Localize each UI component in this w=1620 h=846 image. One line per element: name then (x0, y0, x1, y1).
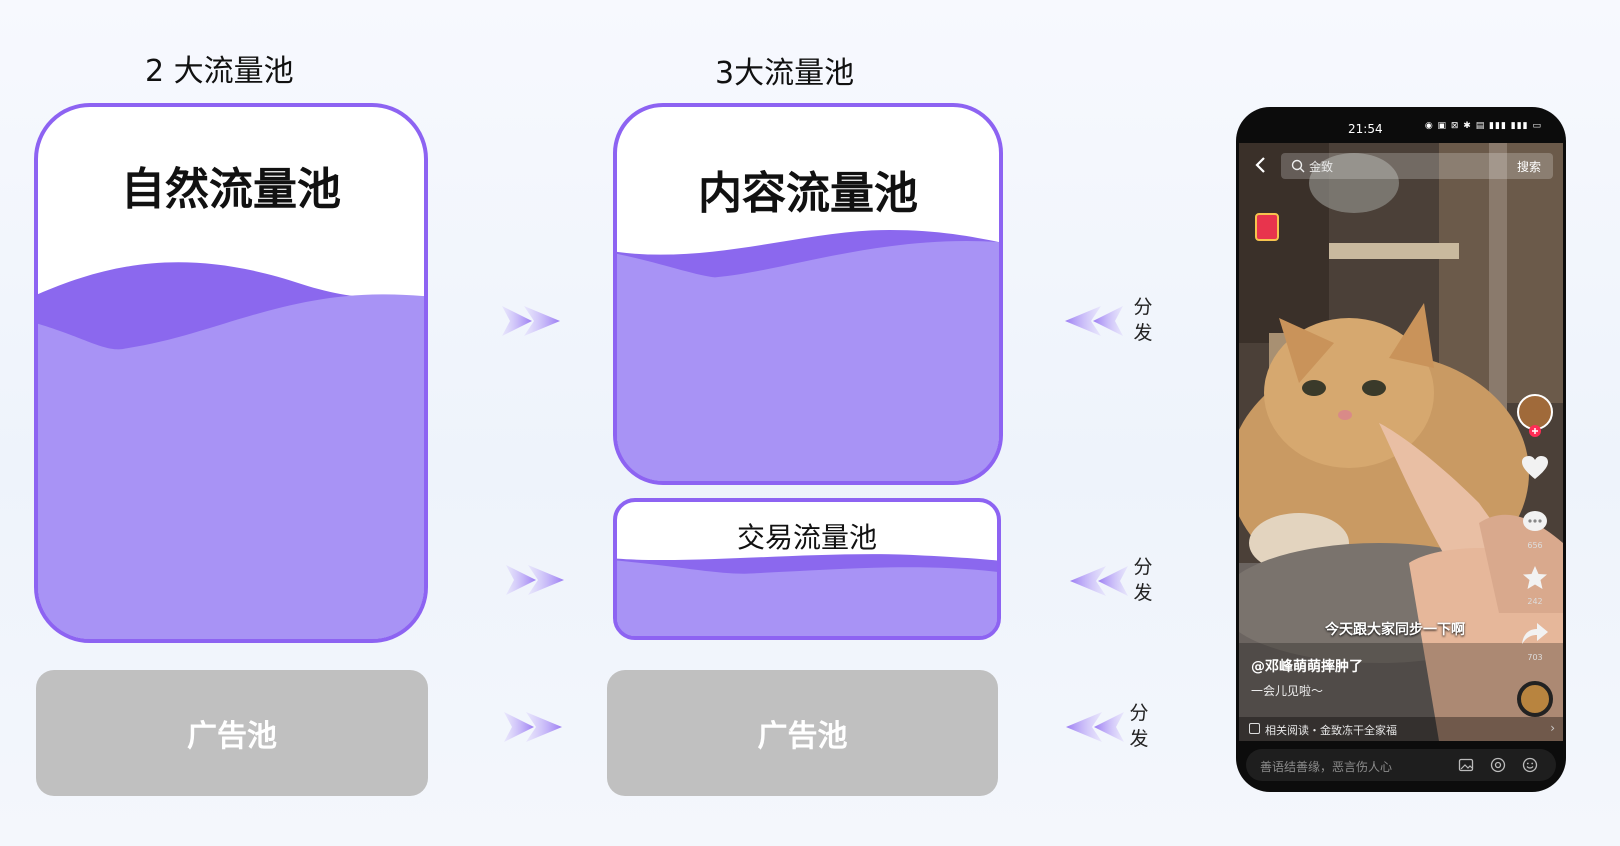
search-input[interactable]: 金致 搜索 (1281, 153, 1553, 179)
music-disc-icon[interactable] (1515, 681, 1555, 721)
middle-column-title: 3大流量池 (715, 56, 855, 91)
comment-button[interactable]: 656 (1515, 509, 1555, 550)
search-placeholder: 金致 (1309, 160, 1334, 174)
distribute-label-3: 分发 (1129, 702, 1149, 750)
related-reading-bar[interactable]: 相关阅读・金致冻干全家福 › (1239, 717, 1563, 741)
content-traffic-pool: 内容流量池 (613, 103, 1003, 485)
chevron-right-icon: › (1550, 721, 1555, 735)
natural-traffic-pool: 自然流量池 (34, 103, 428, 643)
distribute-arrow-left-1 (1065, 306, 1123, 336)
natural-pool-wave (38, 262, 424, 639)
distribute-arrow-left-3 (1066, 712, 1124, 742)
status-icons: ◉ ▣ ⊠ ✱ ▤ ▮▮▮ ▮▮▮ ▭ (1424, 121, 1542, 131)
status-time: 21:54 (1348, 122, 1383, 136)
cat-video-image (1239, 143, 1563, 741)
flow-arrow-right-3 (504, 712, 562, 742)
left-ad-pool-label: 广告池 (187, 719, 277, 754)
heart-icon (1522, 456, 1548, 479)
search-top-bar: 金致 搜索 (1239, 149, 1563, 181)
comment-placeholder: 善语结善缘，恶言伤人心 (1260, 760, 1393, 774)
back-arrow-icon[interactable] (1251, 155, 1271, 175)
left-column-title: 2 大流量池 (145, 54, 294, 89)
status-bar: 21:54 ◉ ▣ ⊠ ✱ ▤ ▮▮▮ ▮▮▮ ▭ (1236, 107, 1566, 143)
middle-ad-pool: 广告池 (607, 670, 998, 796)
like-button[interactable] (1515, 455, 1555, 485)
favorite-count: 242 (1527, 597, 1543, 606)
flow-arrow-right-1 (502, 306, 560, 336)
trade-pool-wave (617, 554, 997, 636)
author-name[interactable]: @邓峰萌萌摔肿了 (1251, 659, 1363, 675)
share-button[interactable]: 703 (1515, 621, 1555, 662)
phone-mockup: 21:54 ◉ ▣ ⊠ ✱ ▤ ▮▮▮ ▮▮▮ ▭ (1236, 107, 1566, 792)
image-icon[interactable] (1458, 757, 1474, 773)
star-icon (1523, 566, 1547, 589)
content-pool-wave (617, 230, 999, 481)
comment-input[interactable]: 善语结善缘，恶言伤人心 (1246, 749, 1556, 781)
emoji-icon[interactable] (1522, 757, 1538, 773)
comment-icon (1523, 511, 1547, 531)
distribute-label-1: 分发 (1133, 296, 1153, 344)
search-button[interactable]: 搜索 (1516, 160, 1541, 174)
flow-arrow-right-2 (506, 565, 564, 595)
related-reading-text: 相关阅读・金致冻干全家福 (1265, 724, 1397, 737)
share-arrow-icon (1522, 623, 1548, 644)
favorite-button[interactable]: 242 (1515, 565, 1555, 606)
trade-traffic-pool: 交易流量池 (613, 498, 1001, 640)
red-packet-icon[interactable] (1255, 213, 1279, 241)
search-icon (1291, 159, 1305, 173)
at-mention-icon[interactable] (1490, 757, 1506, 773)
author-avatar[interactable] (1515, 393, 1555, 441)
book-icon (1249, 723, 1260, 734)
content-pool-title: 内容流量池 (698, 168, 918, 219)
trade-pool-title: 交易流量池 (736, 521, 877, 554)
natural-pool-title: 自然流量池 (121, 164, 341, 215)
comment-count: 656 (1527, 541, 1543, 550)
video-screen[interactable]: 金致 搜索 (1239, 143, 1563, 741)
video-description: 一会儿见啦～ (1251, 684, 1324, 698)
left-ad-pool: 广告池 (36, 670, 428, 796)
distribute-arrow-left-2 (1070, 566, 1128, 596)
distribute-label-2: 分发 (1133, 556, 1153, 604)
middle-ad-pool-label: 广告池 (757, 719, 848, 754)
share-count: 703 (1527, 653, 1543, 662)
video-caption: 今天跟大家同步一下啊 (1325, 622, 1465, 638)
